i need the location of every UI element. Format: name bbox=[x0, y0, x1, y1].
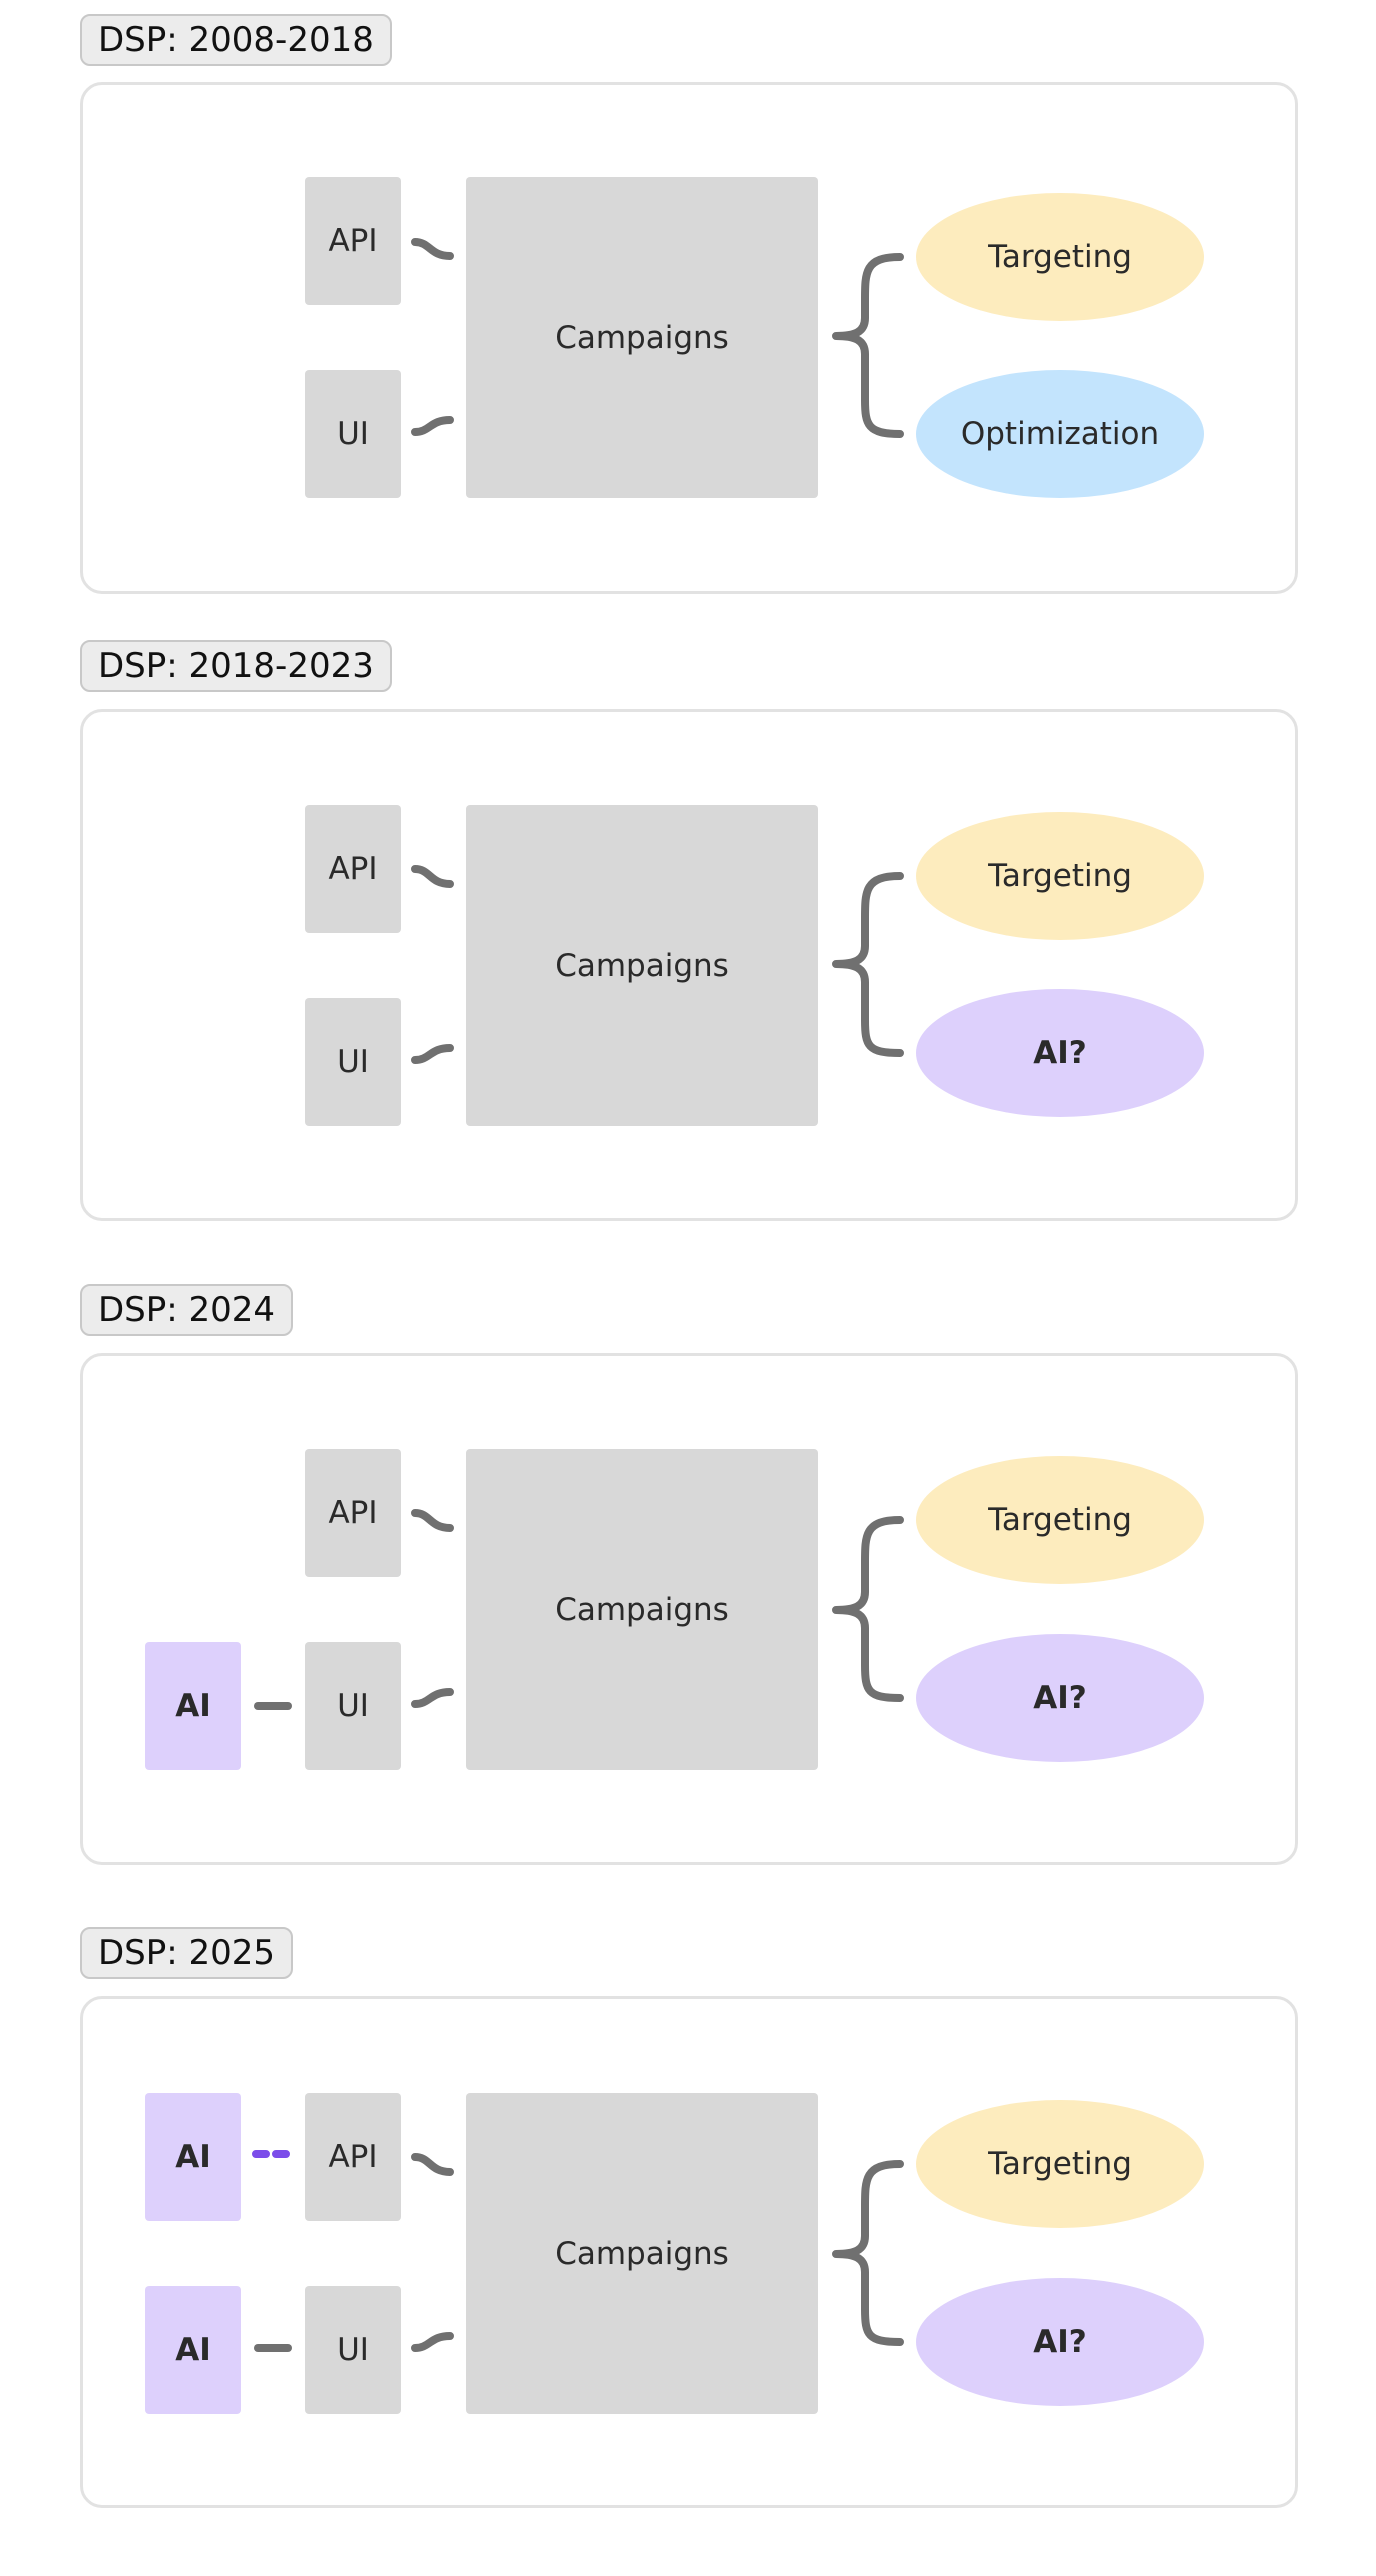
right-brace bbox=[832, 253, 904, 438]
ai-question-ellipse: AI? bbox=[916, 989, 1204, 1117]
section-title-tag: DSP: 2025 bbox=[80, 1927, 294, 1979]
api-connector-curve bbox=[411, 238, 454, 260]
api-box: API bbox=[305, 1449, 401, 1577]
api-box: API bbox=[305, 177, 401, 305]
ui-connector-curve bbox=[411, 416, 454, 436]
targeting-ellipse: Targeting bbox=[916, 1456, 1204, 1584]
ai-ui-box: AI bbox=[145, 2286, 241, 2414]
ai-question-ellipse: AI? bbox=[916, 2278, 1204, 2406]
section-title-tag: DSP: 2018-2023 bbox=[80, 640, 392, 692]
campaigns-box: Campaigns bbox=[466, 177, 818, 498]
ui-box: UI bbox=[305, 2286, 401, 2414]
campaigns-box: Campaigns bbox=[466, 805, 818, 1126]
right-brace bbox=[832, 872, 904, 1057]
ui-box: UI bbox=[305, 1642, 401, 1770]
ai-api-box: AI bbox=[145, 2093, 241, 2221]
optimization-ellipse: Optimization bbox=[916, 370, 1204, 498]
targeting-ellipse: Targeting bbox=[916, 2100, 1204, 2228]
ui-box: UI bbox=[305, 370, 401, 498]
campaigns-box: Campaigns bbox=[466, 2093, 818, 2414]
targeting-ellipse: Targeting bbox=[916, 812, 1204, 940]
api-connector-curve bbox=[411, 1509, 454, 1532]
api-connector-curve bbox=[411, 865, 454, 888]
ui-connector-curve bbox=[411, 1044, 454, 1064]
right-brace bbox=[832, 2160, 904, 2346]
api-box: API bbox=[305, 2093, 401, 2221]
api-connector-curve bbox=[411, 2153, 454, 2176]
section-title-tag: DSP: 2008-2018 bbox=[80, 14, 392, 66]
section-title-tag: DSP: 2024 bbox=[80, 1284, 294, 1336]
api-box: API bbox=[305, 805, 401, 933]
targeting-ellipse: Targeting bbox=[916, 193, 1204, 321]
right-brace bbox=[832, 1516, 904, 1702]
ai-ui-box: AI bbox=[145, 1642, 241, 1770]
ui-connector-curve bbox=[411, 1688, 454, 1708]
ui-connector-curve bbox=[411, 2332, 454, 2352]
campaigns-box: Campaigns bbox=[466, 1449, 818, 1770]
ai-question-ellipse: AI? bbox=[916, 1634, 1204, 1762]
ui-box: UI bbox=[305, 998, 401, 1126]
